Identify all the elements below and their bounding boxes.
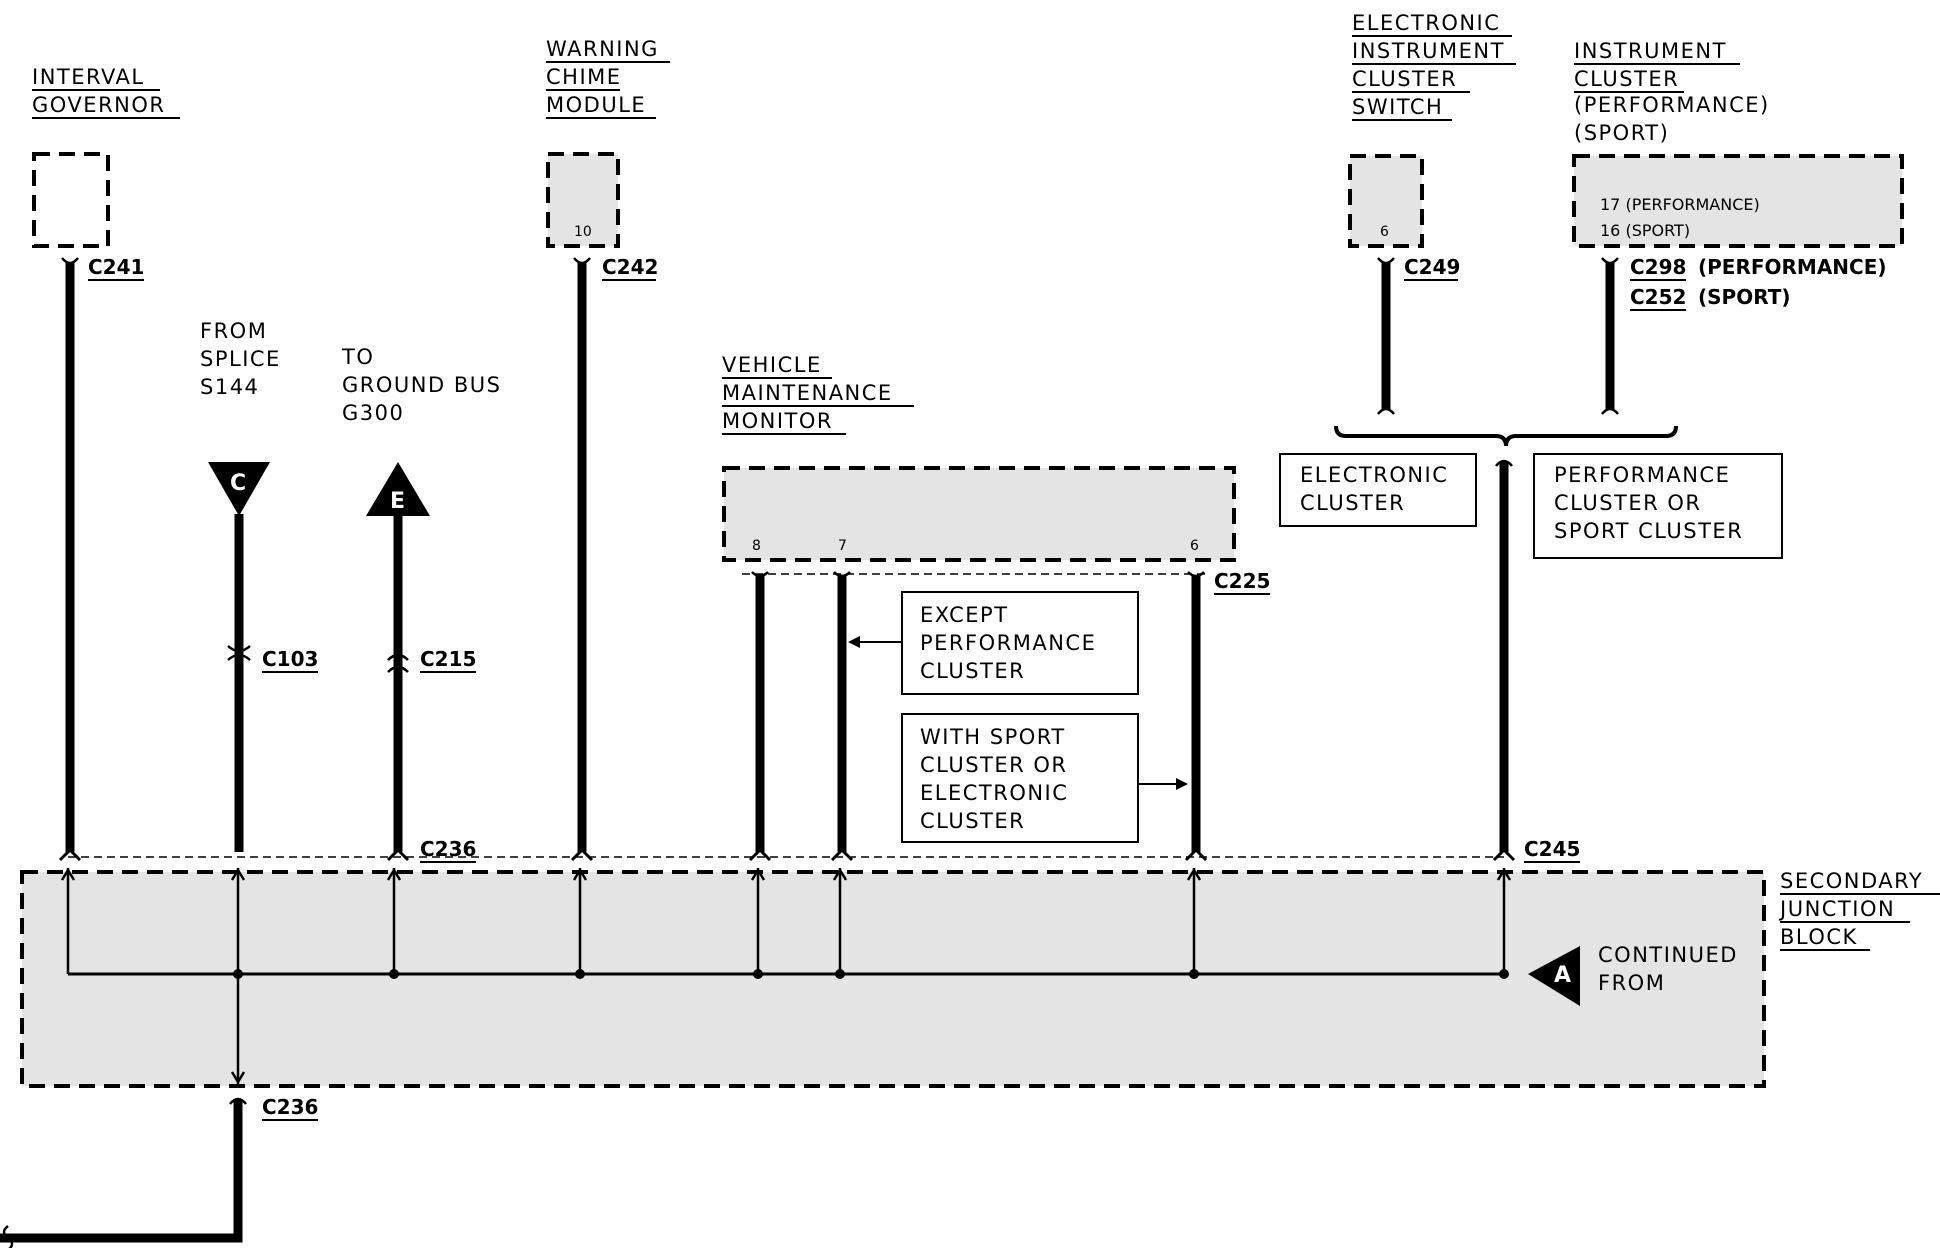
eic-switch-line2: INSTRUMENT [1352, 39, 1505, 63]
interval-governor-line2: GOVERNOR [32, 93, 166, 117]
to-ground-bus-label: TO GROUND BUS G300 [341, 345, 501, 425]
except-performance-line1: EXCEPT [920, 603, 1009, 627]
perf-sport-cluster-line1: PERFORMANCE [1554, 463, 1730, 487]
c236-top-label: C236 [420, 837, 476, 861]
warning-chime-line1: WARNING [546, 37, 659, 61]
instrument-cluster-label: INSTRUMENT CLUSTER (PERFORMANCE) (SPORT) [1574, 39, 1770, 145]
instrument-cluster-line1: INSTRUMENT [1574, 39, 1727, 63]
to-ground-bus-line3: G300 [342, 401, 404, 425]
vmm-label: VEHICLE MAINTENANCE MONITOR [722, 353, 914, 435]
eic-switch-label: ELECTRONIC INSTRUMENT CLUSTER SWITCH [1352, 11, 1516, 121]
sjb-label: SECONDARY JUNCTION BLOCK [1778, 869, 1940, 951]
instrument-cluster-line4: (SPORT) [1574, 121, 1669, 145]
marker-e-letter: E [390, 489, 405, 514]
electronic-cluster-line2: CLUSTER [1300, 491, 1405, 515]
except-performance-box [901, 591, 1139, 695]
from-splice-line1: FROM [200, 319, 267, 343]
instrument-cluster-line3: (PERFORMANCE) [1574, 93, 1770, 117]
c245-label: C245 [1524, 837, 1580, 861]
vmm-line3: MONITOR [722, 409, 833, 433]
perf-sport-cluster-box [1533, 453, 1783, 559]
with-sport-box [901, 713, 1139, 843]
c241-label: C241 [88, 255, 144, 279]
except-performance-line3: CLUSTER [920, 659, 1025, 683]
from-splice-line3: S144 [200, 375, 259, 399]
warning-chime-label: WARNING CHIME MODULE [546, 37, 670, 119]
warning-chime-line3: MODULE [546, 93, 646, 117]
perf-sport-cluster-line3: SPORT CLUSTER [1554, 519, 1743, 543]
warning-chime-box [546, 152, 620, 248]
internal-arrowheads [60, 867, 1512, 1085]
c236-bottom-label: C236 [262, 1095, 318, 1119]
sjb-label-line2: JUNCTION [1778, 897, 1895, 921]
continued-from-line1: CONTINUED [1598, 943, 1738, 967]
secondary-junction-block-fill [22, 872, 1764, 1086]
c242-label: C242 [602, 255, 658, 279]
marker-c: C [208, 462, 270, 516]
instrument-cluster-line2: CLUSTER [1574, 67, 1679, 91]
with-sport-line2: CLUSTER OR [920, 753, 1068, 777]
bottom-exit-wire [0, 1100, 243, 1243]
to-ground-bus-line1: TO [341, 345, 374, 369]
chime-pin: 10 [574, 224, 592, 240]
secondary-junction-block-outline [20, 870, 1766, 1088]
except-performance-line2: PERFORMANCE [920, 631, 1096, 655]
c252-label: C252 [1630, 285, 1686, 309]
from-splice-label: FROM SPLICE S144 [200, 319, 281, 399]
vmm-pin-6: 6 [1190, 538, 1199, 554]
warning-chime-line2: CHIME [546, 65, 622, 89]
continued-from-label: CONTINUED FROM [1598, 943, 1738, 995]
vmm-line1: VEHICLE [722, 353, 822, 377]
electronic-cluster-line1: ELECTRONIC [1300, 463, 1448, 487]
continued-from-line2: FROM [1598, 971, 1665, 995]
with-sport-line3: ELECTRONIC [920, 781, 1068, 805]
from-splice-line2: SPLICE [200, 347, 281, 371]
c252-note: (SPORT) [1698, 285, 1791, 309]
cluster-options-brace [1334, 425, 1678, 447]
cluster-pin-performance: 17 (PERFORMANCE) [1600, 195, 1760, 214]
sjb-label-line3: BLOCK [1780, 925, 1858, 949]
with-sport-line1: WITH SPORT [920, 725, 1066, 749]
c298-label: C298 [1630, 255, 1686, 279]
interval-governor-line1: INTERVAL [32, 65, 145, 89]
vmm-pin-8: 8 [752, 538, 761, 554]
c225-label: C225 [1214, 569, 1270, 593]
perf-sport-cluster-line2: CLUSTER OR [1554, 491, 1702, 515]
marker-a-letter: A [1554, 963, 1571, 988]
continued-from-a-marker: A [1528, 946, 1580, 1006]
c249-label: C249 [1404, 255, 1460, 279]
interval-governor-box [32, 152, 110, 248]
bus-junction-dots [233, 969, 1509, 979]
eic-switch-pin: 6 [1380, 224, 1389, 240]
eic-switch-line3: CLUSTER [1352, 67, 1457, 91]
sjb-label-line1: SECONDARY [1780, 869, 1923, 893]
c215-label: C215 [420, 647, 476, 671]
interval-governor-label: INTERVAL GOVERNOR [32, 65, 180, 119]
cluster-pin-sport: 16 (SPORT) [1600, 221, 1690, 240]
to-ground-bus-line2: GROUND BUS [342, 373, 501, 397]
eic-switch-box [1348, 154, 1424, 248]
eic-switch-line4: SWITCH [1352, 95, 1443, 119]
vmm-box [722, 466, 1236, 562]
vmm-pin-7: 7 [838, 538, 847, 554]
marker-e: E [366, 462, 430, 516]
with-sport-line4: CLUSTER [920, 809, 1025, 833]
marker-c-letter: C [230, 471, 246, 496]
instrument-cluster-box [1572, 154, 1904, 248]
electronic-cluster-box [1279, 453, 1477, 527]
vmm-line2: MAINTENANCE [722, 381, 893, 405]
c298-note: (PERFORMANCE) [1698, 255, 1887, 279]
c103-label: C103 [262, 647, 318, 671]
eic-switch-line1: ELECTRONIC [1352, 11, 1500, 35]
